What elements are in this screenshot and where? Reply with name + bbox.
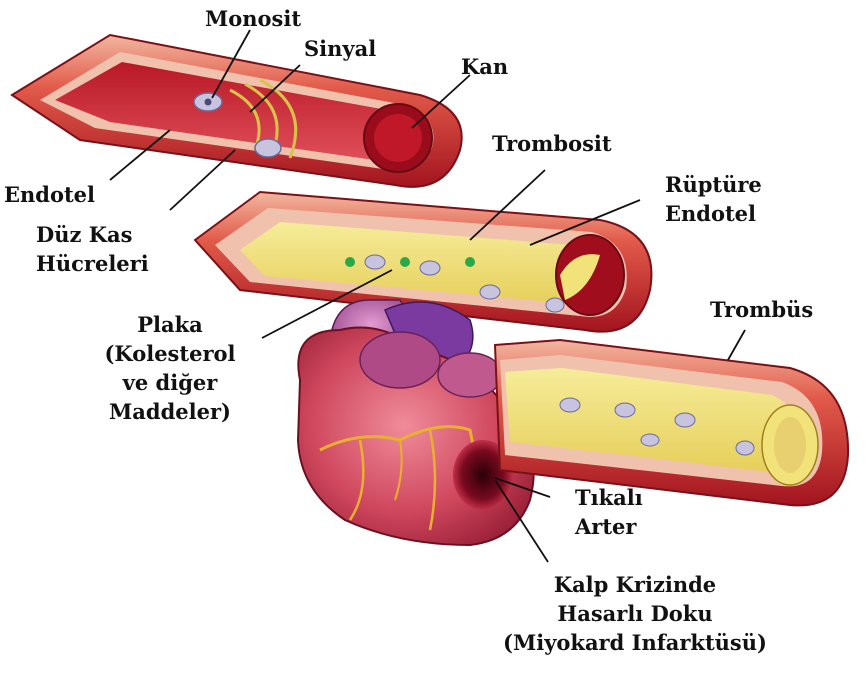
vessel-thrombus xyxy=(495,340,848,505)
label-tikali-line2: Arter xyxy=(575,512,643,541)
label-plaka: Plaka (Kolesterol ve diğer Maddeler) xyxy=(90,310,250,426)
label-kalp-line3: (Miyokard Infarktüsü) xyxy=(475,628,795,657)
label-duz-kas-line1: Düz Kas xyxy=(36,220,149,249)
label-kalp: Kalp Krizinde Hasarlı Doku (Miyokard Inf… xyxy=(475,570,795,657)
leader-trombus xyxy=(728,330,745,360)
label-trombosit: Trombosit xyxy=(492,129,612,158)
label-tikali-line1: Tıkalı xyxy=(575,483,643,512)
label-kalp-line2: Hasarlı Doku xyxy=(475,599,795,628)
label-ruptur-line2: Endotel xyxy=(665,199,762,228)
label-monosit: Monosit xyxy=(205,4,301,33)
label-duz-kas: Düz Kas Hücreleri xyxy=(36,220,149,278)
label-ruptur: Rüptüre Endotel xyxy=(665,170,762,228)
label-endotel: Endotel xyxy=(4,180,95,209)
label-sinyal: Sinyal xyxy=(304,34,376,63)
label-plaka-line3: ve diğer xyxy=(90,368,250,397)
label-kan: Kan xyxy=(461,52,508,81)
label-plaka-line4: Maddeler) xyxy=(90,397,250,426)
label-tikali: Tıkalı Arter xyxy=(575,483,643,541)
vessel-healthy xyxy=(12,35,462,187)
label-kalp-line1: Kalp Krizinde xyxy=(475,570,795,599)
label-plaka-line2: (Kolesterol xyxy=(90,339,250,368)
leader-duz-kas xyxy=(170,150,235,210)
label-plaka-line1: Plaka xyxy=(90,310,250,339)
label-trombus: Trombüs xyxy=(710,295,813,324)
label-ruptur-line1: Rüptüre xyxy=(665,170,762,199)
label-duz-kas-line2: Hücreleri xyxy=(36,249,149,278)
